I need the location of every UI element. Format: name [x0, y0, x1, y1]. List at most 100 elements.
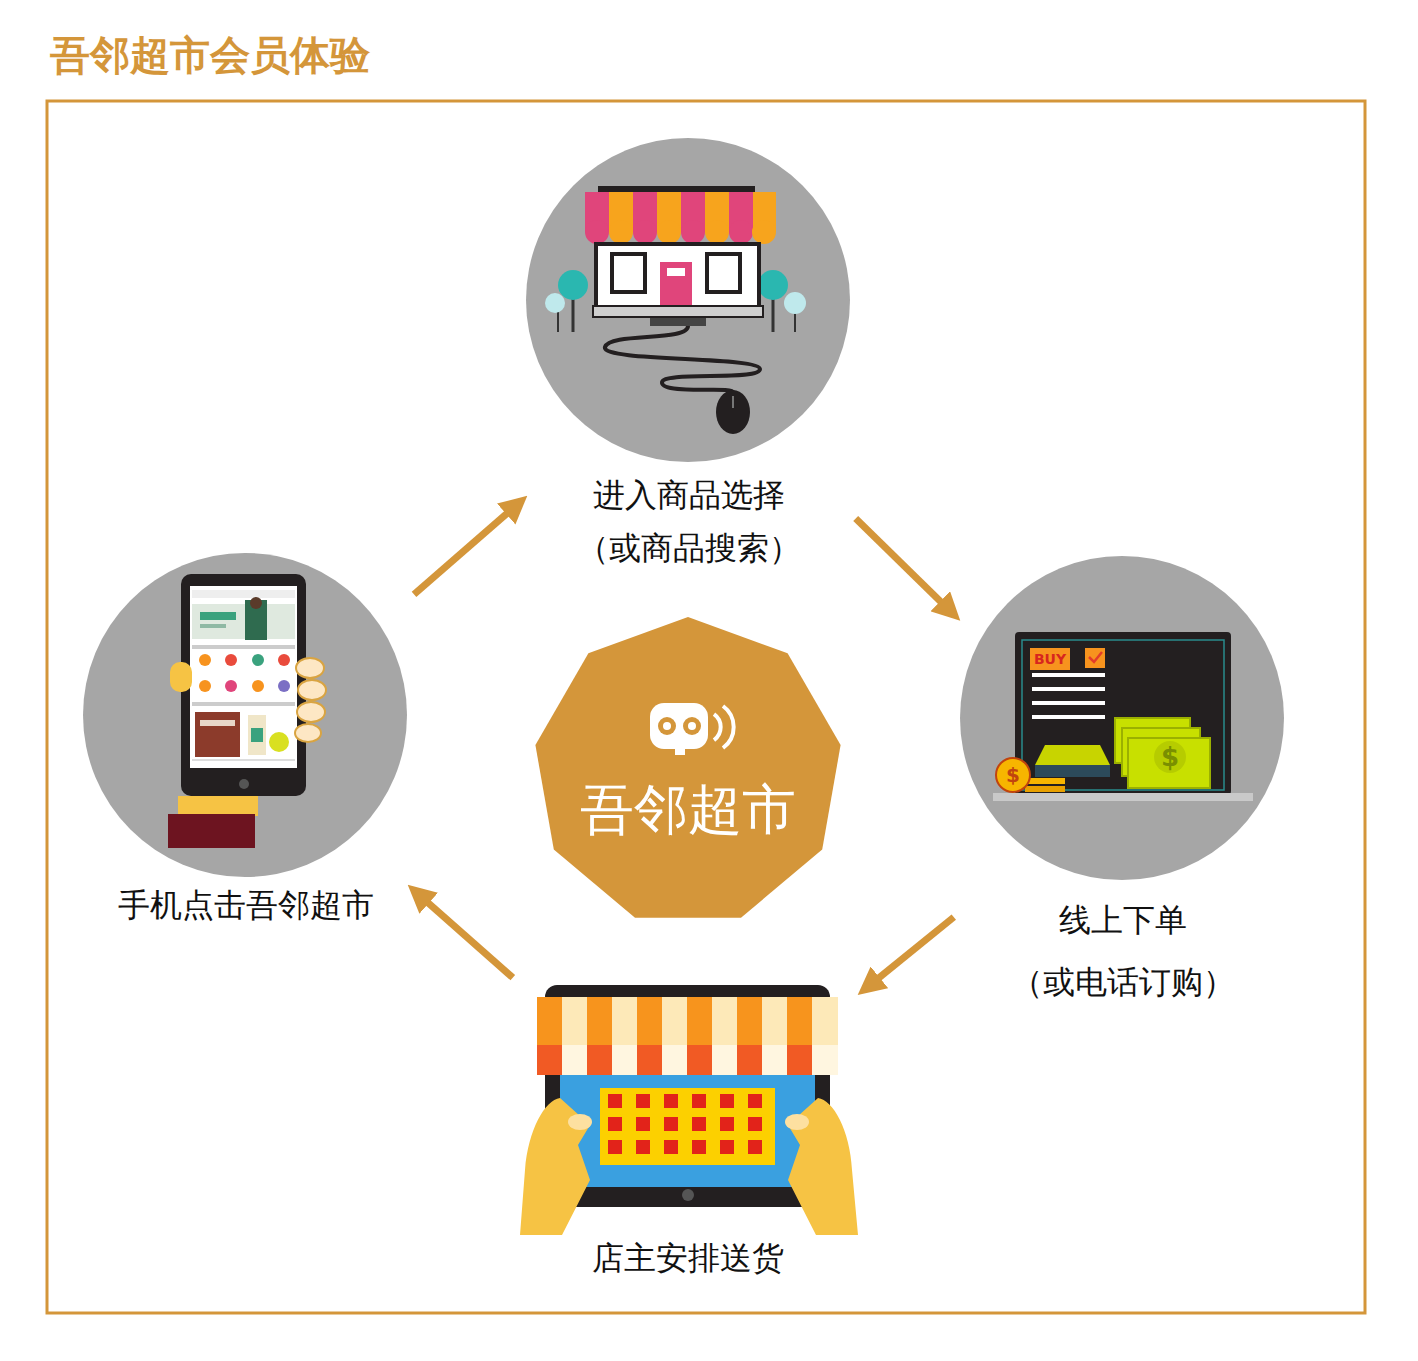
flow-arrow	[856, 519, 955, 615]
phone-part	[192, 590, 295, 598]
step-tablet: 店主安排送货	[518, 983, 858, 1282]
tablet-shop-part	[637, 997, 662, 1045]
store-monitor-part	[657, 220, 681, 244]
buy-tag: BUY	[1030, 648, 1070, 670]
tablet-shop-part-part	[608, 1117, 622, 1131]
center-badge-illustration	[535, 617, 840, 918]
tablet-shop-part	[662, 1045, 687, 1075]
tablet-shop-part	[587, 1045, 612, 1075]
phone-part	[192, 759, 295, 761]
step-circle: 进入商品选择（或商品搜索）	[527, 138, 850, 572]
page-title: 吾邻超市会员体验	[50, 31, 370, 79]
center-badge-part	[675, 747, 685, 755]
tablet-shop-part-part	[608, 1094, 622, 1108]
center-badge-part	[683, 717, 701, 735]
tablet-shop-part-part	[748, 1094, 762, 1108]
tablet-shop-part	[812, 997, 838, 1045]
tablet-shop-part	[762, 997, 787, 1045]
store-monitor-part	[633, 220, 657, 244]
bill-symbol: $	[1153, 738, 1187, 776]
tablet-shop-part-part	[748, 1117, 762, 1131]
laptop-order-part	[1128, 738, 1210, 788]
laptop-order-part	[1089, 652, 1102, 662]
store-monitor-part	[729, 220, 753, 244]
store-monitor-part	[612, 254, 645, 292]
tablet-shop-part	[712, 1045, 737, 1075]
store-monitor-part	[784, 292, 806, 314]
step-label: （或电话订购）	[960, 963, 1286, 1001]
phone-part	[190, 586, 297, 768]
phone-part	[225, 680, 237, 692]
tablet-shop-part	[762, 1045, 787, 1075]
tablet-shop-part	[682, 1189, 694, 1201]
tablet-shop-part	[608, 1094, 762, 1154]
coin-symbol: $	[1000, 761, 1026, 789]
phone-part	[225, 654, 237, 666]
step-label: 线上下单	[960, 901, 1286, 939]
laptop-order-part	[1025, 778, 1065, 784]
phone-part	[192, 604, 295, 639]
phone-part	[278, 654, 290, 666]
step-label: 手机点击吾邻超市	[83, 886, 408, 924]
laptop-order-part	[1022, 640, 1224, 790]
store-monitor-part	[716, 390, 750, 434]
phone-part	[251, 728, 263, 742]
tablet-shop-part-part	[692, 1117, 706, 1131]
center-badge-part	[535, 617, 840, 918]
tablet-shop-part-part	[664, 1140, 678, 1154]
store-monitor-part	[558, 270, 588, 300]
phone-part	[248, 715, 266, 755]
tablet-shop-part	[737, 1045, 762, 1075]
phone-part	[297, 702, 325, 722]
tablet-shop-part	[568, 1114, 592, 1130]
frame-border	[47, 101, 1365, 1313]
store-monitor-part	[681, 220, 705, 244]
tablet-shop-part-part	[692, 1094, 706, 1108]
phone-part	[83, 553, 407, 877]
store-monitor-part	[585, 220, 609, 244]
store-monitor-part	[598, 186, 755, 192]
laptop-order-part	[1015, 632, 1231, 795]
tablet-shop-part	[785, 1114, 809, 1130]
tablet-shop-part-part	[720, 1140, 734, 1154]
store-monitor-part	[545, 293, 565, 313]
phone-part	[168, 814, 255, 848]
phone-part	[199, 680, 211, 692]
laptop-order-part	[996, 758, 1030, 792]
store-monitor-part	[526, 138, 850, 462]
store-monitor-part	[705, 220, 729, 244]
tablet-shop-part	[600, 1088, 775, 1165]
phone-illustration	[83, 553, 407, 877]
tablet-shop-part	[587, 997, 612, 1045]
tablet-shop-part	[562, 1045, 587, 1075]
step-label: 店主安排送货	[518, 1239, 858, 1277]
laptop-order-part	[1032, 673, 1105, 677]
store-monitor-part	[707, 254, 740, 292]
phone-part	[200, 720, 235, 726]
tablet-shop-part-part	[664, 1117, 678, 1131]
store-monitor-part	[758, 270, 788, 300]
store-monitor-part	[752, 220, 776, 244]
tablet-shop-part-part	[636, 1117, 650, 1131]
center-badge-part	[663, 722, 671, 730]
center-badge-part	[688, 722, 696, 730]
phone-part	[178, 796, 258, 816]
flow-arrow	[414, 501, 521, 594]
phone-part	[296, 658, 324, 678]
store-monitor-part	[609, 220, 633, 244]
tablet-shop-part	[612, 1045, 637, 1075]
tablet-shop-part	[662, 997, 687, 1045]
phone-part	[192, 702, 295, 706]
center-badge-part	[723, 706, 734, 748]
tablet-shop-part	[787, 997, 812, 1045]
center-badge-part	[714, 714, 721, 740]
tablet-shop-part-part	[748, 1140, 762, 1154]
tablet-shop-part	[812, 1045, 838, 1075]
tablet-shop-part-part	[720, 1117, 734, 1131]
tablet-shop-part-part	[608, 1140, 622, 1154]
store-monitor-part	[732, 396, 734, 408]
tablet-shop-part-part	[636, 1140, 650, 1154]
tablet-shop-part	[787, 1045, 812, 1075]
